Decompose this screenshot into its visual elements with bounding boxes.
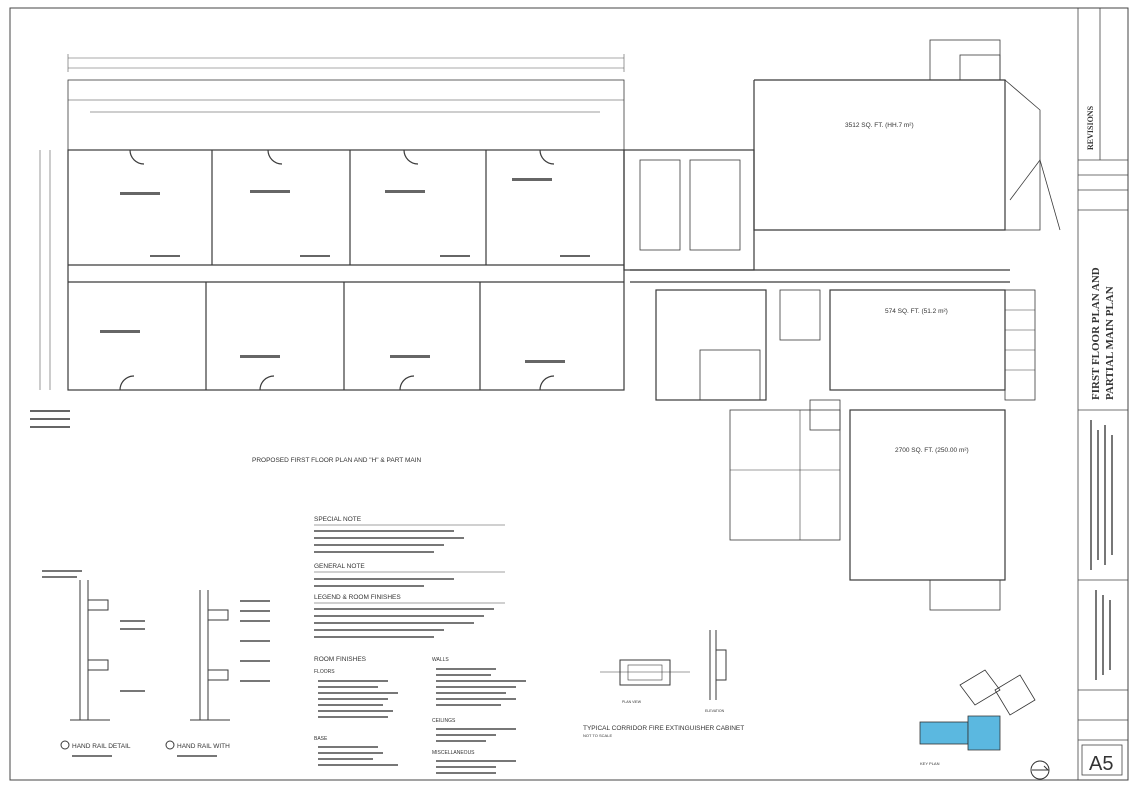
handrail-detail-title: HAND RAIL DETAIL [72, 743, 131, 750]
detail-callout-text [42, 570, 270, 757]
north-arrow-icon [1030, 760, 1050, 780]
walls-heading: WALLS [432, 657, 449, 663]
ceilings-heading: CEILINGS [432, 718, 456, 724]
revisions-label: REVISIONS [1086, 105, 1095, 150]
main-plan-caption: PROPOSED FIRST FLOOR PLAN AND "H" & PART… [252, 457, 422, 464]
classroom-wing [67, 79, 625, 391]
sheet-border [9, 7, 1129, 781]
room-finishes-heading: ROOM FINISHES [314, 656, 367, 663]
dimension-lines [39, 54, 625, 390]
key-plan: KEY PLAN [919, 669, 1050, 780]
title-block [1077, 7, 1129, 781]
area-upper: 3512 SQ. FT. (HH.7 m²) [845, 122, 914, 129]
notes-block: SPECIAL NOTE GENERAL NOTE LEGEND & ROOM … [314, 516, 526, 774]
fire-cabinet-title: TYPICAL CORRIDOR FIRE EXTINGUISHER CABIN… [583, 725, 744, 732]
sheet-number: A5 [1089, 753, 1113, 775]
floors-heading: FLOORS [314, 669, 335, 675]
base-heading: BASE [314, 736, 328, 742]
main-building [623, 39, 1061, 611]
legend-heading: LEGEND & ROOM FINISHES [314, 594, 401, 601]
elevation-label: ELEVATION [705, 709, 725, 713]
key-plan-label: KEY PLAN [920, 761, 940, 766]
room-labels-placeholder [30, 178, 590, 428]
fire-cabinet-detail [600, 630, 727, 700]
key-plan-wing [919, 721, 969, 745]
general-note-heading: GENERAL NOTE [314, 563, 365, 570]
misc-heading: MISCELLANEOUS [432, 750, 475, 756]
drawing-title-line2: PARTIAL MAIN PLAN [1104, 286, 1116, 400]
fire-cabinet-scale: NOT TO SCALE [583, 733, 612, 738]
title-block-text [1090, 420, 1113, 680]
handrail-with-title: HAND RAIL WITH [177, 743, 230, 750]
handrail-details [60, 580, 230, 750]
key-plan-main [967, 715, 1001, 751]
plan-view-label: PLAN VIEW [622, 700, 642, 704]
special-note-heading: SPECIAL NOTE [314, 516, 362, 523]
area-lower: 2700 SQ. FT. (250.00 m²) [895, 447, 969, 454]
area-middle: 574 SQ. FT. (51.2 m²) [885, 308, 948, 315]
drawing-title-line1: FIRST FLOOR PLAN AND [1090, 267, 1102, 400]
